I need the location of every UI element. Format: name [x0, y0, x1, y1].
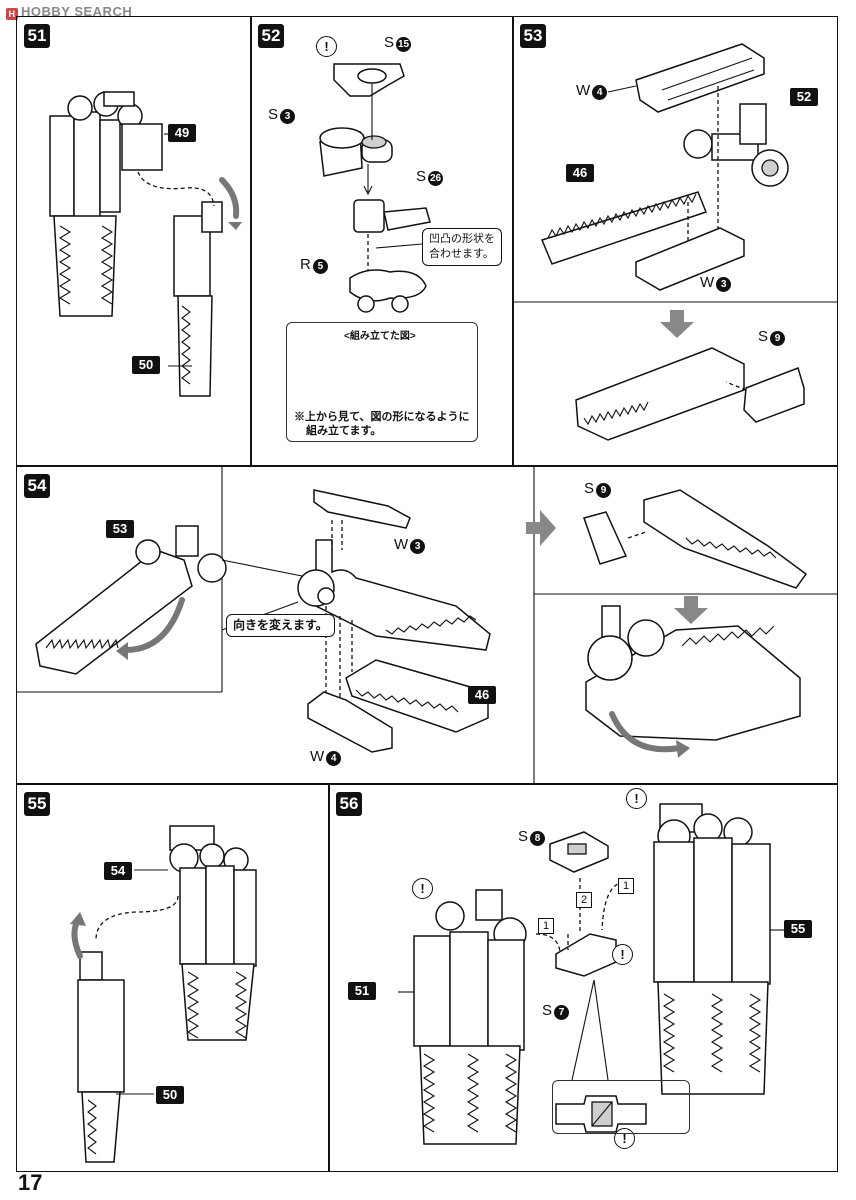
step-56-tag-55: 55	[784, 920, 812, 938]
step-51-tag-49: 49	[168, 124, 196, 142]
step-53-tag-52: 52	[790, 88, 818, 106]
step-52-inset-note-1: ※上から見て、図の形になるように	[294, 411, 470, 423]
step-56-order-1a: 1	[538, 918, 554, 934]
step-56-warning-icon-left: !	[412, 878, 433, 899]
step-55-illustration	[70, 825, 257, 1163]
step-56-tag-51: 51	[348, 982, 376, 1000]
step-52-inset	[286, 322, 478, 442]
watermark-logo-icon: H	[6, 8, 18, 20]
step-56-inset	[552, 1080, 690, 1134]
step-53-illustration	[512, 43, 838, 441]
step-51-number: 51	[24, 24, 50, 48]
step-55-number: 55	[24, 792, 50, 816]
step-52-number: 52	[258, 24, 284, 48]
step-55-panel	[16, 784, 330, 1172]
step-56-order-2: 2	[576, 892, 592, 908]
step-52-warning-icon: !	[316, 36, 337, 57]
step-52-inset-note-2: 組み立てます。	[306, 425, 382, 437]
step-56-panel	[328, 784, 838, 1172]
step-54-panel	[16, 466, 838, 784]
step-53-number: 53	[520, 24, 546, 48]
step-54-callout: 向きを変えます。	[226, 614, 335, 637]
step-52-inset-title: <組み立てた図>	[344, 331, 416, 342]
step-51-tag-50: 50	[132, 356, 160, 374]
page-number: 17	[18, 1170, 43, 1195]
step-53-tag-46: 46	[566, 164, 594, 182]
step-54-illustration	[16, 466, 838, 784]
step-56-warning-icon-mid: !	[612, 944, 633, 965]
step-54-number: 54	[24, 474, 50, 498]
step-56-order-1b: 1	[618, 878, 634, 894]
step-51-illustration	[49, 91, 242, 397]
step-54-tag-53: 53	[106, 520, 134, 538]
step-56-illustration	[398, 803, 786, 1145]
step-56-warning-icon-top: !	[626, 788, 647, 809]
step-55-tag-54: 54	[104, 862, 132, 880]
step-55-tag-50: 50	[156, 1086, 184, 1104]
step-51-panel	[16, 16, 252, 466]
step-52-panel	[250, 16, 514, 466]
step-53-panel	[512, 16, 838, 466]
step-56-number: 56	[336, 792, 362, 816]
step-52-callout: 凹凸の形状を 合わせます。	[422, 228, 502, 266]
step-54-tag-46: 46	[468, 686, 496, 704]
